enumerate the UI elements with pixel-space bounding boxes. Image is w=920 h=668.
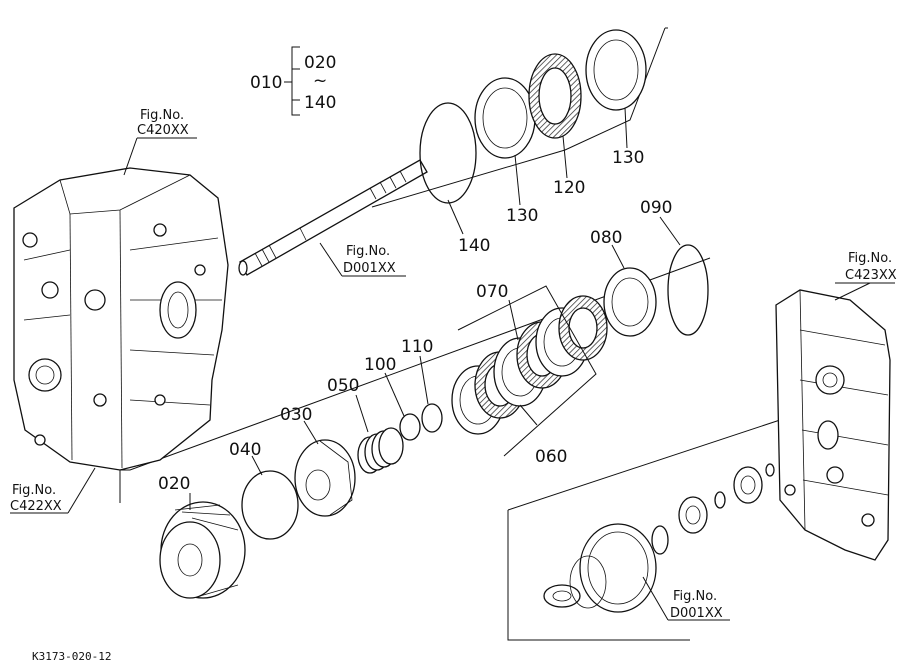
group-outline-upper bbox=[371, 27, 668, 208]
transmission-case-left bbox=[13, 167, 229, 471]
fig-ref-d001a-code: D001XX bbox=[343, 261, 396, 276]
return-spring bbox=[357, 427, 404, 474]
pressure-plate bbox=[603, 267, 657, 337]
fig-ref-c423-code: C423XX bbox=[845, 268, 897, 283]
assembly-bracket bbox=[284, 46, 300, 116]
group-outline-lower bbox=[507, 419, 781, 641]
fig-ref-c422-code: C422XX bbox=[10, 499, 62, 514]
callout-110: 110 bbox=[401, 337, 433, 357]
callout-120: 120 bbox=[553, 178, 585, 198]
group-outline-middle bbox=[119, 257, 711, 503]
fig-ref-d001a-label: Fig.No. bbox=[346, 244, 390, 259]
main-shaft bbox=[238, 159, 428, 276]
callout-130-lower: 130 bbox=[506, 206, 538, 226]
fig-ref-c420-code: C420XX bbox=[137, 123, 189, 138]
fig-ref-c423-label: Fig.No. bbox=[848, 251, 892, 266]
fig-ref-d001b-code: D001XX bbox=[670, 606, 723, 621]
seal-ring bbox=[241, 470, 299, 540]
callout-020: 020 bbox=[158, 474, 190, 494]
callout-range-tilde: ~ bbox=[313, 71, 327, 91]
transmission-case-right bbox=[775, 289, 891, 561]
clutch-pack-upper bbox=[419, 29, 647, 204]
piston bbox=[294, 439, 356, 517]
callout-130-upper: 130 bbox=[612, 148, 644, 168]
callout-060: 060 bbox=[535, 447, 567, 467]
spring-seat bbox=[399, 413, 421, 441]
callout-050: 050 bbox=[327, 376, 359, 396]
callout-range-to: 140 bbox=[304, 93, 336, 113]
callout-100: 100 bbox=[364, 355, 396, 375]
fig-ref-c420-label: Fig.No. bbox=[140, 108, 184, 123]
snap-ring-large bbox=[667, 244, 709, 336]
leader-lines bbox=[10, 107, 895, 621]
diagram-code: K3173-020-12 bbox=[32, 650, 111, 663]
callout-140: 140 bbox=[458, 236, 490, 256]
callout-010: 010 bbox=[250, 73, 282, 93]
callout-070: 070 bbox=[476, 282, 508, 302]
fig-ref-c422-label: Fig.No. bbox=[12, 483, 56, 498]
gear-train-lower bbox=[543, 463, 775, 613]
callout-090: 090 bbox=[640, 198, 672, 218]
callout-080: 080 bbox=[590, 228, 622, 248]
callout-040: 040 bbox=[229, 440, 261, 460]
clutch-pack-lower bbox=[451, 285, 608, 457]
clutch-drum bbox=[159, 501, 246, 599]
fig-ref-d001b-label: Fig.No. bbox=[673, 589, 717, 604]
circlip bbox=[421, 403, 443, 433]
callout-range-from: 020 bbox=[304, 53, 336, 73]
callout-030: 030 bbox=[280, 405, 312, 425]
